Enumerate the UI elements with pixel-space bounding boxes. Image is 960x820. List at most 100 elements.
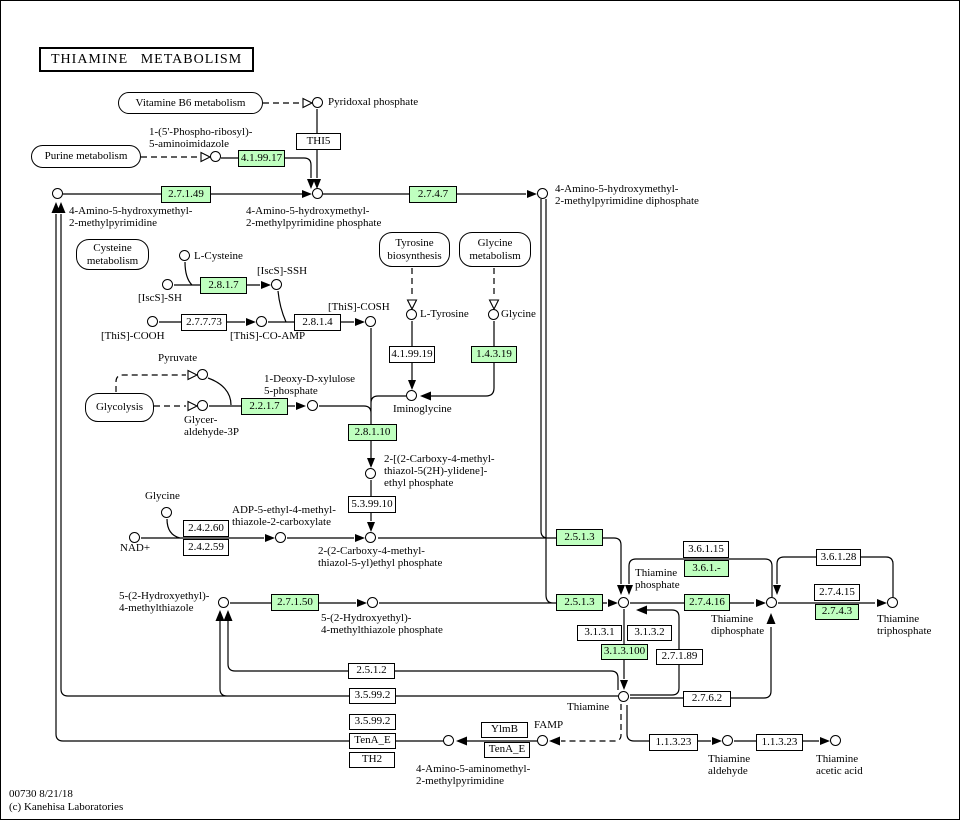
compound-nad-plus[interactable] [129,532,140,543]
pathway-link-purine-metabolism[interactable]: Purine metabolism [31,145,141,168]
label-this-cooh: [ThiS]-COOH [101,330,165,342]
pathway-link-vitamine-b6-metabolism[interactable]: Vitamine B6 metabolism [118,92,263,114]
enzyme-box-THI5[interactable]: THI5 [296,133,341,150]
enzyme-box-2.5.1.3[interactable]: 2.5.1.3 [556,594,603,611]
label-aminomethyl-methylpyrimidine: 4-Amino-5-aminomethyl- 2-methylpyrimidin… [416,763,531,787]
label-thiamine: Thiamine [567,701,610,713]
enzyme-box-3.6.1.-[interactable]: 3.6.1.- [684,560,729,577]
label-pyruvate: Pyruvate [158,352,198,364]
compound-thiamine-acetic-acid[interactable] [830,735,841,746]
enzyme-box-1.1.3.23[interactable]: 1.1.3.23 [649,734,698,751]
compound-hydroxymethyl-pyrimidine[interactable] [52,188,63,199]
compound-deoxy-xylulose-5-phosphate[interactable] [307,400,318,411]
label-nad-plus: NAD+ [120,542,151,554]
enzyme-box-4.1.99.19[interactable]: 4.1.99.19 [389,346,435,363]
enzyme-box-2.8.1.4[interactable]: 2.8.1.4 [294,314,341,331]
enzyme-box-3.1.3.2[interactable]: 3.1.3.2 [627,625,672,641]
pathway-link-glycolysis[interactable]: Glycolysis [85,393,154,422]
compound-l-tyrosine[interactable] [406,309,417,320]
compound-carboxy-ylidene-ethyl-phosphate[interactable] [365,468,376,479]
compound-thiamine-phosphate[interactable] [618,597,629,608]
compound-aminomethyl-methylpyrimidine[interactable] [443,735,454,746]
compound-iscs-sh[interactable] [162,279,173,290]
compound-adp-ethyl-thiazole-carboxylate[interactable] [275,532,286,543]
enzyme-box-TenA_E[interactable]: TenA_E [484,742,530,758]
label-l-tyrosine: L-Tyrosine [420,308,469,320]
enzyme-box-2.5.1.2[interactable]: 2.5.1.2 [348,663,395,679]
enzyme-box-2.7.4.3[interactable]: 2.7.4.3 [815,604,859,620]
label-thiamine-acetic-acid: Thiamine acetic acid [816,753,863,777]
pathway-link-tyrosine-biosynthesis[interactable]: Tyrosine biosynthesis [379,232,450,267]
enzyme-box-TenA_E[interactable]: TenA_E [349,733,396,749]
enzyme-box-2.7.6.2[interactable]: 2.7.6.2 [683,691,731,707]
compound-hydroxyethyl-methylthiazole[interactable] [218,597,229,608]
compound-l-cysteine[interactable] [179,250,190,261]
dashed-edges [115,102,622,742]
enzyme-box-4.1.99.17[interactable]: 4.1.99.17 [238,150,285,167]
compound-carboxy-thiazolyl-ethyl-phosphate[interactable] [365,532,376,543]
compound-famp[interactable] [537,735,548,746]
enzyme-box-2.7.1.50[interactable]: 2.7.1.50 [271,594,319,611]
enzyme-box-2.7.1.49[interactable]: 2.7.1.49 [161,186,211,203]
compound-glyceraldehyde-3p[interactable] [197,400,208,411]
open-arrowheads [187,97,500,412]
enzyme-box-2.7.1.89[interactable]: 2.7.1.89 [656,649,703,665]
compound-thiamine-triphosphate[interactable] [887,597,898,608]
compound-glycine-left[interactable] [161,507,172,518]
label-carboxy-thiazolyl-ethyl-phosphate: 2-(2-Carboxy-4-methyl- thiazol-5-yl)ethy… [318,545,443,569]
label-glycine-left: Glycine [145,490,180,502]
enzyme-box-3.6.1.15[interactable]: 3.6.1.15 [683,541,729,558]
pathway-link-cysteine-metabolism[interactable]: Cysteine metabolism [76,239,149,270]
label-hydroxymethyl-pyrimidine: 4-Amino-5-hydroxymethyl- 2-methylpyrimid… [69,205,193,229]
enzyme-box-3.1.3.1[interactable]: 3.1.3.1 [577,625,622,641]
enzyme-box-3.5.99.2[interactable]: 3.5.99.2 [349,688,396,704]
label-deoxy-xylulose-5-phosphate: 1-Deoxy-D-xylulose 5-phosphate [264,373,356,397]
pathway-link-glycine-metabolism[interactable]: Glycine metabolism [459,232,531,267]
enzyme-box-1.1.3.23[interactable]: 1.1.3.23 [756,734,803,751]
compound-thiamine-aldehyde[interactable] [722,735,733,746]
enzyme-box-2.4.2.59[interactable]: 2.4.2.59 [183,539,229,556]
compound-hydroxymethyl-pyrimidine-phosphate[interactable] [312,188,323,199]
enzyme-box-2.7.4.16[interactable]: 2.7.4.16 [684,594,730,611]
enzyme-box-3.5.99.2[interactable]: 3.5.99.2 [349,714,396,730]
label-famp: FAMP [534,719,564,731]
compound-iminoglycine[interactable] [406,390,417,401]
map-footer: 00730 8/21/18 (c) Kanehisa Laboratories [9,788,123,814]
enzyme-box-5.3.99.10[interactable]: 5.3.99.10 [348,496,396,513]
compound-pyridoxal-phosphate[interactable] [312,97,323,108]
enzyme-box-1.4.3.19[interactable]: 1.4.3.19 [471,346,517,363]
label-iscs-ssh: [IscS]-SSH [257,265,308,277]
enzyme-box-YlmB[interactable]: YlmB [481,722,528,738]
label-thiamine-aldehyde: Thiamine aldehyde [708,753,751,777]
compound-iscs-ssh[interactable] [271,279,282,290]
compound-this-co-amp[interactable] [256,316,267,327]
label-this-cosh: [ThiS]-COSH [328,301,390,313]
enzyme-box-2.7.4.15[interactable]: 2.7.4.15 [814,584,860,601]
solid-edges [55,109,894,742]
compound-this-cosh[interactable] [365,316,376,327]
enzyme-box-3.1.3.100[interactable]: 3.1.3.100 [601,644,648,660]
compound-thiamine-diphosphate[interactable] [766,597,777,608]
enzyme-box-2.8.1.7[interactable]: 2.8.1.7 [200,277,247,294]
compound-thiamine[interactable] [618,691,629,702]
enzyme-box-2.5.1.3[interactable]: 2.5.1.3 [556,529,603,546]
enzyme-box-2.4.2.60[interactable]: 2.4.2.60 [183,520,229,537]
label-thiamine-triphosphate: Thiamine triphosphate [877,613,932,637]
enzyme-box-2.8.1.10[interactable]: 2.8.1.10 [348,424,397,441]
compound-hydroxymethyl-pyrimidine-diphosphate[interactable] [537,188,548,199]
label-thiamine-phosphate: Thiamine phosphate [635,567,680,591]
compound-this-cooh[interactable] [147,316,158,327]
compound-glycine-right[interactable] [488,309,499,320]
compound-hydroxyethyl-methylthiazole-phosphate[interactable] [367,597,378,608]
label-hydroxymethyl-pyrimidine-phosphate: 4-Amino-5-hydroxymethyl- 2-methylpyrimid… [246,205,382,229]
enzyme-box-2.7.7.73[interactable]: 2.7.7.73 [181,314,227,331]
enzyme-box-2.2.1.7[interactable]: 2.2.1.7 [241,398,288,415]
enzyme-box-2.7.4.7[interactable]: 2.7.4.7 [409,186,457,203]
label-hydroxymethyl-pyrimidine-diphosphate: 4-Amino-5-hydroxymethyl- 2-methylpyrimid… [555,183,699,207]
enzyme-box-3.6.1.28[interactable]: 3.6.1.28 [816,549,861,566]
label-glycine-right: Glycine [501,308,536,320]
compound-phospho-ribosyl-aminoimidazole[interactable] [210,151,221,162]
label-hydroxyethyl-methylthiazole: 5-(2-Hydroxyethyl)- 4-methylthiazole [119,590,210,614]
enzyme-box-TH2[interactable]: TH2 [349,752,395,768]
compound-pyruvate[interactable] [197,369,208,380]
